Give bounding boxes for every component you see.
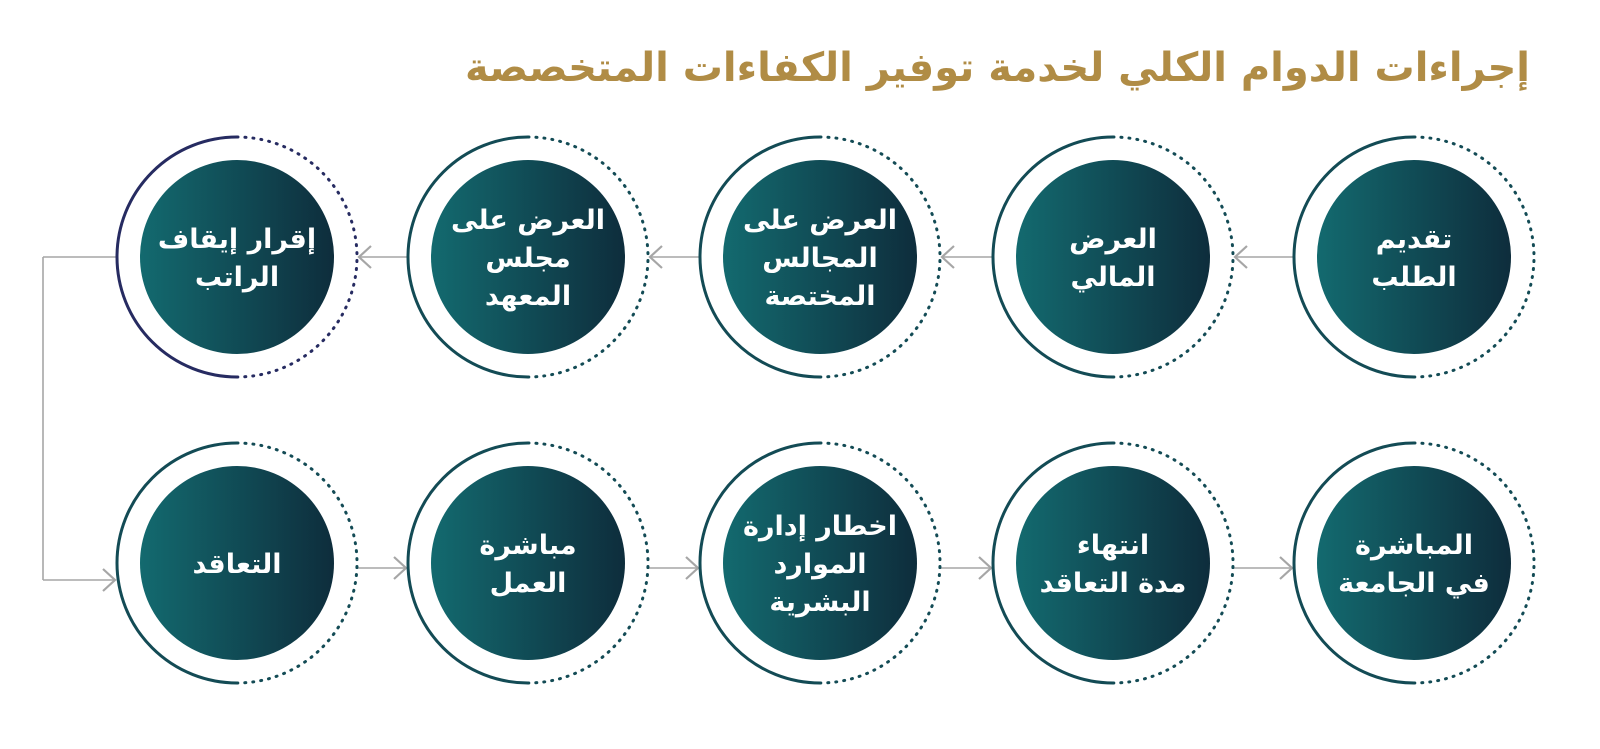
step-circle: [140, 160, 334, 354]
step-label-line: في الجامعة: [1338, 568, 1490, 599]
step-ring-dotted: [526, 135, 650, 379]
step-circle: [140, 466, 334, 660]
step-label-line: الطلب: [1371, 262, 1456, 293]
step-label-line: الموارد: [773, 549, 866, 580]
step-circle: [723, 466, 917, 660]
process-step: مباشرة العمل: [406, 441, 650, 685]
step-circle: [723, 160, 917, 354]
step-ring-dotted: [818, 441, 942, 685]
step-label-line: المجالس: [762, 243, 877, 274]
step-label-line: الراتب: [195, 262, 279, 293]
process-step: إقرار إيقاف الراتب: [115, 135, 359, 379]
step-ring-dotted: [1412, 135, 1536, 379]
step-ring-solid: [698, 441, 821, 685]
process-step: العرض على مجلس المعهد: [406, 135, 650, 379]
process-step: العرض على المجالس المختصة: [698, 135, 942, 379]
step-ring-solid: [1292, 135, 1415, 379]
step-ring-dotted: [526, 441, 650, 685]
step-label-line: العرض: [1069, 224, 1157, 255]
process-step: المباشرة في الجامعة: [1292, 441, 1536, 685]
step-ring-dotted: [1412, 441, 1536, 685]
step-label-line: مجلس: [485, 243, 570, 274]
step-label-line: مباشرة: [479, 530, 576, 561]
arrow-left-icon: [357, 245, 372, 269]
step-label-line: مدة التعاقد: [1040, 568, 1187, 599]
arrow-right-icon: [393, 556, 408, 580]
step-ring-solid: [991, 441, 1114, 685]
step-ring-solid: [406, 135, 529, 379]
process-step: التعاقد: [115, 441, 359, 685]
step-label-line: تقديم: [1376, 224, 1452, 255]
process-step: تقديم الطلب: [1292, 135, 1536, 379]
step-circle: [1317, 466, 1511, 660]
arrow-right-icon: [685, 556, 700, 580]
arrow-left-icon: [648, 245, 663, 269]
step-ring-dotted: [235, 135, 359, 379]
arrow-right-icon: [1279, 556, 1294, 580]
step-label-line: المالي: [1070, 262, 1155, 293]
step-label-line: اخطار إدارة: [743, 511, 897, 542]
step-ring-solid: [991, 135, 1114, 379]
step-label-line: التعاقد: [192, 549, 281, 580]
step-circle: [431, 466, 625, 660]
step-label-line: العمل: [490, 568, 567, 599]
connectors-layer: [42, 245, 1294, 592]
arrow-left-icon: [940, 245, 955, 269]
step-ring-solid: [406, 441, 529, 685]
step-circle: [1016, 466, 1210, 660]
step-ring-dotted: [1111, 135, 1235, 379]
step-label-line: المختصة: [765, 281, 876, 312]
step-ring-solid: [115, 135, 238, 379]
process-step: العرض المالي: [991, 135, 1235, 379]
step-label-line: المباشرة: [1355, 530, 1473, 561]
step-ring-dotted: [818, 135, 942, 379]
step-label-line: العرض على: [451, 205, 605, 236]
step-circle: [1317, 160, 1511, 354]
step-ring-solid: [698, 135, 821, 379]
nodes-layer: تقديم الطلب العرض المالي العرض على المجالس الم…: [115, 135, 1536, 685]
page-title: إجراءات الدوام الكلي لخدمة توفير الكفاءا…: [465, 45, 1530, 91]
step-label-line: العرض على: [743, 205, 897, 236]
arrow-left-icon: [1233, 245, 1248, 269]
process-step: اخطار إدارة الموارد البشرية: [698, 441, 942, 685]
process-step: انتهاء مدة التعاقد: [991, 441, 1235, 685]
arrow-right-icon: [102, 568, 117, 592]
step-ring-solid: [115, 441, 238, 685]
arrow-right-icon: [978, 556, 993, 580]
step-label-line: إقرار إيقاف: [158, 224, 316, 255]
step-label-line: المعهد: [485, 281, 571, 312]
step-circle: [1016, 160, 1210, 354]
step-label-line: انتهاء: [1077, 530, 1149, 561]
step-label-line: البشرية: [769, 587, 870, 618]
step-circle: [431, 160, 625, 354]
step-ring-dotted: [235, 441, 359, 685]
step-ring-solid: [1292, 441, 1415, 685]
step-ring-dotted: [1111, 441, 1235, 685]
